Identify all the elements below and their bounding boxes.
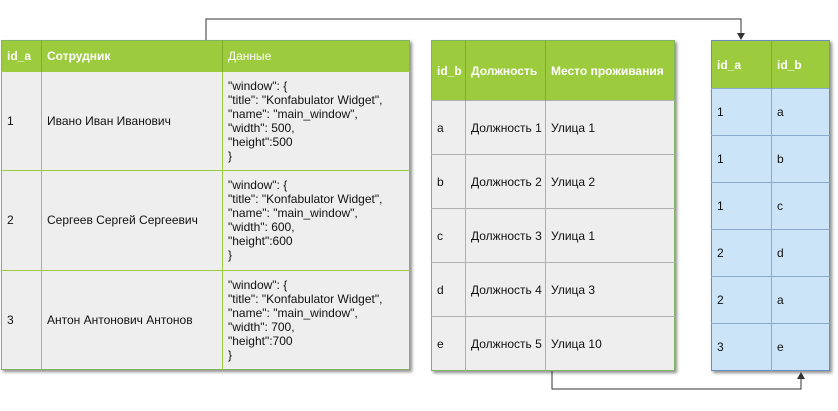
header-id-a: id_a xyxy=(1,40,42,72)
link-header-row: id_a id_b xyxy=(711,40,830,89)
cell-id: 3 xyxy=(1,269,42,370)
header-link-id-a: id_a xyxy=(711,40,772,89)
link-table: id_a id_b 1 a 1 b 1 c 2 d 2 a 3 e xyxy=(711,40,830,371)
positions-header-row: id_b Должность Место проживания xyxy=(431,40,675,101)
cell-employee: Ивано Иван Иванович xyxy=(41,70,223,171)
cell-id-a: 1 xyxy=(711,88,772,136)
table-row: e Должность 5 Улица 10 xyxy=(431,316,675,371)
header-employee: Сотрудник xyxy=(41,40,223,72)
cell-position: Должность 2 xyxy=(465,154,546,209)
positions-table: id_b Должность Место проживания a Должно… xyxy=(431,40,675,371)
table-row: b Должность 2 Улица 2 xyxy=(431,154,675,209)
table-row: 3 Антон Антонович Антонов "window": { "t… xyxy=(1,269,410,370)
table-row: 1 c xyxy=(711,182,830,230)
cell-employee: Антон Антонович Антонов xyxy=(41,269,223,370)
arrowhead-link-bottom xyxy=(797,372,805,379)
table-row: 1 b xyxy=(711,135,830,183)
cell-id-b: e xyxy=(771,323,830,371)
cell-position: Должность 3 xyxy=(465,208,546,263)
cell-id: c xyxy=(431,208,466,263)
cell-id: a xyxy=(431,100,466,155)
header-data: Данные xyxy=(222,40,410,72)
cell-employee: Сергеев Сергей Сергеевич xyxy=(41,170,223,271)
cell-address: Улица 3 xyxy=(545,262,675,317)
edge-positions-to-link xyxy=(551,371,802,390)
cell-id-b: a xyxy=(771,88,830,136)
cell-id-b: d xyxy=(771,229,830,277)
cell-address: Улица 2 xyxy=(545,154,675,209)
cell-id-b: a xyxy=(771,276,830,324)
header-id-b: id_b xyxy=(431,40,466,101)
header-link-id-b: id_b xyxy=(771,40,830,89)
table-row: d Должность 4 Улица 3 xyxy=(431,262,675,317)
cell-data: "window": { "title": "Konfabulator Widge… xyxy=(222,269,410,370)
cell-position: Должность 5 xyxy=(465,316,546,371)
cell-id-b: b xyxy=(771,135,830,183)
cell-id-a: 3 xyxy=(711,323,772,371)
table-row: 2 Сергеев Сергей Сергеевич "window": { "… xyxy=(1,170,410,271)
table-row: 3 e xyxy=(711,323,830,371)
cell-id-a: 2 xyxy=(711,276,772,324)
cell-id-a: 2 xyxy=(711,229,772,277)
cell-position: Должность 1 xyxy=(465,100,546,155)
cell-data: "window": { "title": "Konfabulator Widge… xyxy=(222,70,410,171)
table-row: a Должность 1 Улица 1 xyxy=(431,100,675,155)
cell-id-a: 1 xyxy=(711,135,772,183)
header-position: Должность xyxy=(465,40,546,101)
employees-table: id_a Сотрудник Данные 1 Ивано Иван Ивано… xyxy=(1,40,410,370)
edge-employees-to-link xyxy=(205,18,742,40)
table-row: 2 d xyxy=(711,229,830,277)
table-row: 2 a xyxy=(711,276,830,324)
cell-address: Улица 1 xyxy=(545,100,675,155)
arrowhead-link-top xyxy=(737,33,745,40)
cell-data: "window": { "title": "Konfabulator Widge… xyxy=(222,170,410,271)
cell-address: Улица 10 xyxy=(545,316,675,371)
header-address: Место проживания xyxy=(545,40,675,101)
table-row: 1 a xyxy=(711,88,830,136)
employees-header-row: id_a Сотрудник Данные xyxy=(1,40,410,72)
cell-address: Улица 1 xyxy=(545,208,675,263)
cell-id-a: 1 xyxy=(711,182,772,230)
cell-id: e xyxy=(431,316,466,371)
table-row: c Должность 3 Улица 1 xyxy=(431,208,675,263)
cell-id: b xyxy=(431,154,466,209)
cell-id: 1 xyxy=(1,70,42,171)
cell-position: Должность 4 xyxy=(465,262,546,317)
cell-id: d xyxy=(431,262,466,317)
table-row: 1 Ивано Иван Иванович "window": { "title… xyxy=(1,70,410,171)
cell-id-b: c xyxy=(771,182,830,230)
cell-id: 2 xyxy=(1,170,42,271)
